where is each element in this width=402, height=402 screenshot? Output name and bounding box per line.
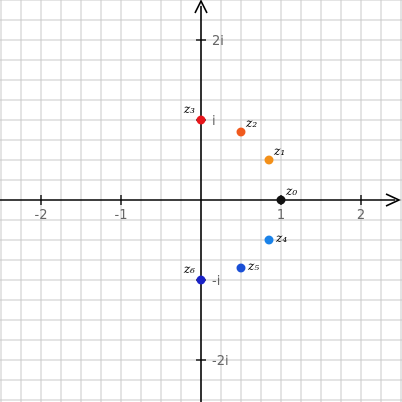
real-axis-arrow-icon [385, 193, 401, 207]
real-axis-tick-label: -1 [115, 208, 128, 223]
point-label: z₆ [183, 262, 195, 276]
point-label: z₃ [183, 102, 195, 116]
imaginary-axis-tick-label: i [212, 114, 216, 129]
imaginary-axis-tick-label: -2i [212, 354, 229, 369]
point-marker [264, 235, 274, 245]
point-marker [196, 115, 206, 125]
point-marker [236, 263, 246, 273]
point-marker [264, 155, 274, 165]
point-label: z₂ [245, 116, 257, 130]
point-label: z₁ [273, 144, 285, 158]
real-axis-tick-label: 1 [277, 208, 285, 223]
point-marker [276, 195, 286, 205]
point-marker [236, 127, 246, 137]
point-label: z₀ [285, 184, 297, 198]
point-set: z₀ z₁ z₂ z₃ z₄ z₅ z₆ [183, 102, 297, 285]
real-axis-tick-label: 2 [357, 208, 365, 223]
real-axis-tick-label: -2 [35, 208, 48, 223]
point-label: z₅ [247, 259, 259, 273]
imaginary-axis-arrow-icon [194, 0, 208, 14]
point-label: z₄ [275, 231, 287, 245]
imaginary-axis-tick-label: 2i [212, 34, 224, 49]
point-marker [196, 275, 206, 285]
imaginary-axis-tick-label: -i [212, 274, 220, 289]
